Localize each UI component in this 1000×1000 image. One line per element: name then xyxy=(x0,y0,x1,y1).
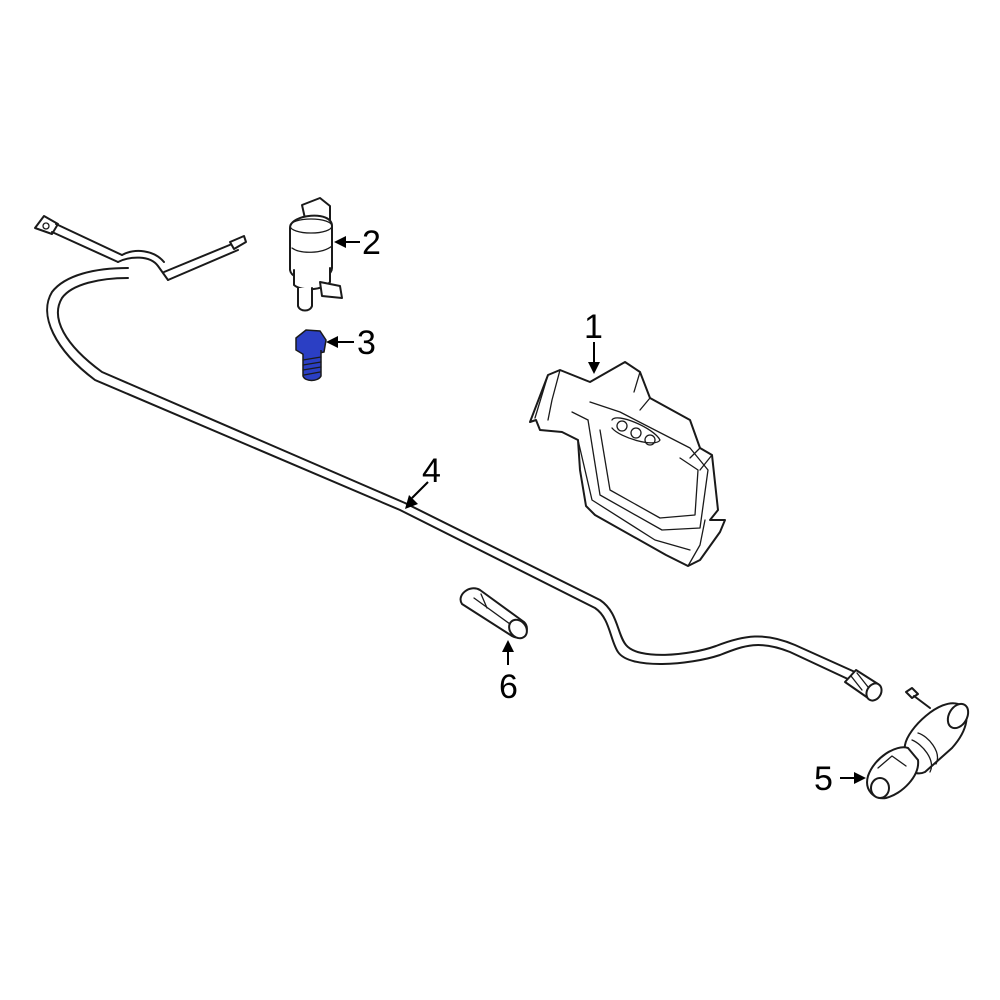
callout-label-4: 4 xyxy=(422,452,441,490)
control-module[interactable] xyxy=(529,361,726,567)
callout-2: 2 xyxy=(334,224,381,262)
callout-6: 6 xyxy=(499,640,518,706)
callout-5: 5 xyxy=(814,760,866,798)
callout-label-1: 1 xyxy=(584,308,603,346)
callout-1: 1 xyxy=(584,308,603,374)
washer-pump[interactable] xyxy=(289,197,343,312)
washer-nozzle[interactable] xyxy=(866,687,972,800)
washer-hose[interactable] xyxy=(34,215,885,703)
callout-label-5: 5 xyxy=(814,760,833,798)
callout-label-6: 6 xyxy=(499,668,518,706)
callout-4: 4 xyxy=(405,452,441,509)
hose-cap[interactable] xyxy=(459,587,531,642)
bolt-highlighted[interactable] xyxy=(295,329,327,382)
callout-label-3: 3 xyxy=(357,324,376,362)
callout-3: 3 xyxy=(326,324,376,362)
callout-label-2: 2 xyxy=(362,224,381,262)
